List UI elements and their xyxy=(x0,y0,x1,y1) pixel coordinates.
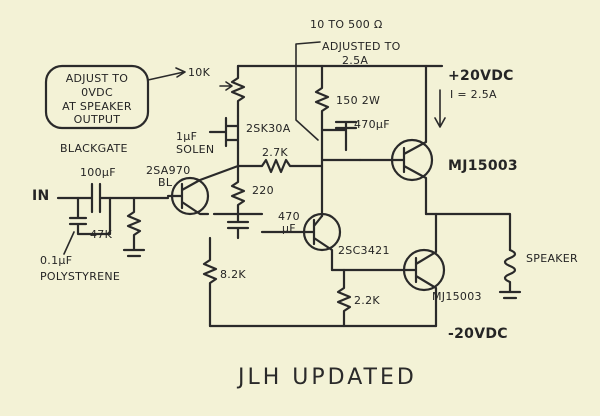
r47-label: 47K xyxy=(90,228,113,241)
cap1-label: 1µF xyxy=(176,130,197,143)
r150 xyxy=(314,64,330,152)
note-line-4: OUTPUT xyxy=(74,113,121,126)
r22-label: 2.2K xyxy=(354,294,380,307)
r82-label: 8.2K xyxy=(220,268,246,281)
pos-rail-label: +20VDC xyxy=(448,68,514,84)
c470-mid xyxy=(212,212,264,240)
in-label: IN xyxy=(32,188,50,204)
speaker-label: SPEAKER xyxy=(526,252,578,265)
r47 xyxy=(122,196,146,258)
cap1-label-b: SOLEN xyxy=(176,143,214,156)
q-drv-leads xyxy=(260,214,334,272)
adjusted-label-1: ADJUSTED TO xyxy=(322,40,401,53)
r22 xyxy=(336,268,352,328)
adjusted-label-2: 2.5A xyxy=(342,54,368,67)
q-top-label: MJ15003 xyxy=(448,158,518,174)
c470-mid-label: 470 xyxy=(278,210,300,223)
jfet-label: 2SK30A xyxy=(246,122,291,135)
note-line-2: 0VDC xyxy=(81,86,113,99)
r150-label: 150 2W xyxy=(336,94,380,107)
cap-poly-label-1: 0.1µF xyxy=(40,254,72,267)
q-top-leads xyxy=(358,64,428,216)
node-line xyxy=(320,148,362,218)
diagram-title: JLH UPDATED xyxy=(236,365,417,390)
pot-resistor xyxy=(230,64,246,118)
c470-top xyxy=(320,120,358,152)
r82 xyxy=(202,236,218,328)
q-bot-label: MJ15003 xyxy=(432,290,482,303)
note-line-1: ADJUST TO xyxy=(66,72,129,85)
q-pnp-leads xyxy=(166,164,240,216)
note-line-3: AT SPEAKER xyxy=(62,100,132,113)
c470-top-label: 470µF xyxy=(354,118,390,131)
poly-cap xyxy=(68,196,112,236)
r220-label: 220 xyxy=(252,184,274,197)
q-drv-label: 2SC3421 xyxy=(338,244,390,257)
range-label: 10 TO 500 Ω xyxy=(310,18,383,31)
pot-label: 10K xyxy=(188,66,211,79)
input-line xyxy=(56,182,170,214)
r27-label: 2.7K xyxy=(262,146,288,159)
output-line xyxy=(424,212,512,252)
adjust-pointer xyxy=(295,41,321,141)
q-pnp-label-b: BL xyxy=(158,176,173,189)
note-box xyxy=(44,64,150,130)
c100-label: 100µF xyxy=(80,166,116,179)
poly-pointer xyxy=(63,231,75,255)
r27 xyxy=(236,158,324,174)
neg-rail-label: -20VDC xyxy=(448,326,508,342)
speaker-coil xyxy=(498,248,522,300)
note-arrow xyxy=(147,67,186,81)
bg-label: BLACKGATE xyxy=(60,142,128,155)
q-bot-leads xyxy=(330,212,438,328)
cap-poly-label-2: POLYSTYRENE xyxy=(40,270,120,283)
q-pnp-label: 2SA970 xyxy=(146,164,191,177)
r220 xyxy=(230,164,246,216)
current-arrow xyxy=(434,89,446,128)
jfet-symbol xyxy=(208,114,240,150)
pot-wiper xyxy=(219,81,233,91)
current-label: I = 2.5A xyxy=(450,88,497,101)
